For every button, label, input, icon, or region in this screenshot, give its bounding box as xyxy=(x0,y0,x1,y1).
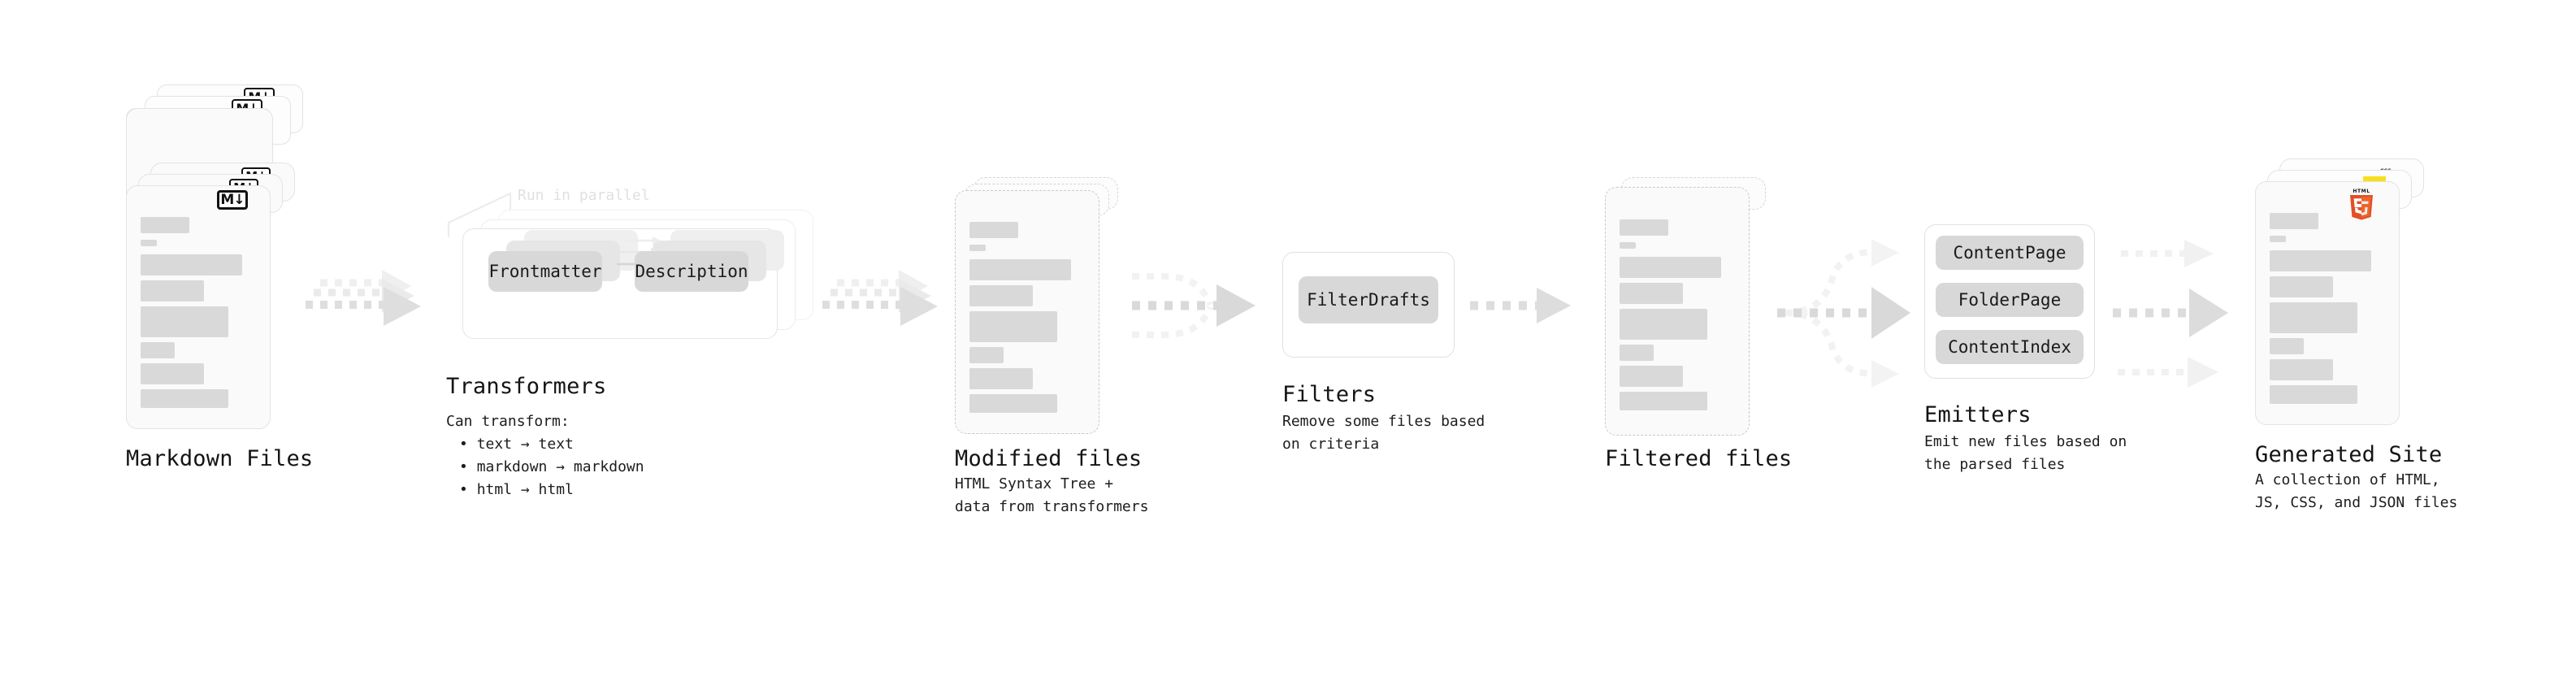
stage-description-filters: Remove some files based on criteria xyxy=(1282,413,1485,453)
modified-skeleton-line xyxy=(969,285,1033,306)
stage-title-filtered-files: Filtered files xyxy=(1605,446,1793,471)
transformers-bullet: • markdown → markdown xyxy=(459,458,644,475)
site-skeleton-line xyxy=(2270,302,2357,333)
markdown-skeleton-line xyxy=(141,363,204,384)
modified-skeleton-line xyxy=(969,368,1033,389)
site-skeleton-line xyxy=(2270,213,2318,229)
stage-emitters: ContentPage FolderPage ContentIndex xyxy=(1924,224,2103,387)
site-skeleton-line xyxy=(2270,276,2333,297)
stage-title-modified-files: Modified files xyxy=(955,446,1143,471)
site-skeleton-line xyxy=(2270,236,2286,242)
transformer-node-frontmatter[interactable]: Frontmatter xyxy=(488,251,602,292)
stage-filters: FilterDrafts xyxy=(1282,252,1457,366)
stage-description-transformers: Can transform: xyxy=(446,413,570,430)
modified-skeleton-line xyxy=(969,311,1057,342)
filtered-skeleton-line xyxy=(1620,366,1683,387)
site-skeleton-line xyxy=(2270,385,2357,404)
stage-title-filters: Filters xyxy=(1282,382,1377,407)
connector-md-to-transformers xyxy=(302,268,424,341)
stage-generated-site: CSS HTML xyxy=(2255,158,2442,443)
site-skeleton-line xyxy=(2270,359,2333,380)
modified-skeleton-line xyxy=(969,245,986,251)
filtered-skeleton-line xyxy=(1620,283,1683,304)
modified-skeleton-line xyxy=(969,394,1057,413)
filtered-skeleton-line xyxy=(1620,219,1668,236)
site-skeleton-line xyxy=(2270,250,2371,271)
run-in-parallel-label: Run in parallel xyxy=(518,187,650,204)
markdown-skeleton-line xyxy=(141,254,242,275)
transformer-node-description[interactable]: Description xyxy=(635,251,748,292)
filtered-skeleton-line xyxy=(1620,242,1636,249)
connector-transformers-to-modified xyxy=(819,268,941,341)
markdown-skeleton-line xyxy=(141,240,157,246)
filtered-skeleton-line xyxy=(1620,345,1654,361)
emitter-node-contentpage[interactable]: ContentPage xyxy=(1936,236,2084,270)
markdown-skeleton-line xyxy=(141,280,204,301)
svg-text:HTML: HTML xyxy=(2353,189,2370,194)
emitter-node-contentindex[interactable]: ContentIndex xyxy=(1936,330,2084,364)
markdown-skeleton-line xyxy=(141,342,175,358)
run-in-parallel-bracket xyxy=(447,192,512,237)
transformers-bullet-list: • text → text • markdown → markdown • ht… xyxy=(446,433,644,501)
stage-description-generated-site: A collection of HTML, JS, CSS, and JSON … xyxy=(2255,471,2458,511)
filtered-skeleton-line xyxy=(1620,392,1707,410)
markdown-document: M↓ M↓ M↓ xyxy=(126,163,297,439)
stage-filtered-files xyxy=(1605,177,1784,445)
modified-skeleton-line xyxy=(969,222,1018,238)
emitter-node-folderpage[interactable]: FolderPage xyxy=(1936,283,2084,317)
stage-transformers: Run in parallel Frontmatter Descr xyxy=(443,187,825,374)
connector-emitters-to-site xyxy=(2105,236,2259,390)
filtered-skeleton-line xyxy=(1620,309,1707,340)
markdown-skeleton-line xyxy=(141,217,189,233)
stage-description-emitters: Emit new files based on the parsed files xyxy=(1924,433,2127,473)
connector-modified-to-filters xyxy=(1125,260,1272,366)
connector-filters-to-filtered xyxy=(1467,286,1589,335)
modified-skeleton-line xyxy=(969,259,1071,280)
transformers-bullet: • text → text xyxy=(459,436,574,453)
stage-description-modified-files: HTML Syntax Tree + data from transformer… xyxy=(955,475,1149,515)
stage-title-transformers: Transformers xyxy=(446,374,607,399)
html5-icon: HTML xyxy=(2347,186,2376,220)
markdown-skeleton-line xyxy=(141,306,228,337)
filtered-skeleton-line xyxy=(1620,257,1721,278)
site-skeleton-line xyxy=(2270,338,2304,354)
stage-modified-files xyxy=(955,177,1134,445)
filter-node-filterdrafts[interactable]: FilterDrafts xyxy=(1299,276,1438,323)
stage-title-markdown-files: Markdown Files xyxy=(126,446,314,471)
transformers-bullet: • html → html xyxy=(459,481,574,498)
connector-filtered-to-emitters xyxy=(1776,236,1930,390)
modified-skeleton-line xyxy=(969,347,1004,363)
stage-title-emitters: Emitters xyxy=(1924,402,2032,427)
stage-title-generated-site: Generated Site xyxy=(2255,442,2443,467)
markdown-skeleton-line xyxy=(141,389,228,408)
markdown-icon: M↓ xyxy=(217,190,248,210)
